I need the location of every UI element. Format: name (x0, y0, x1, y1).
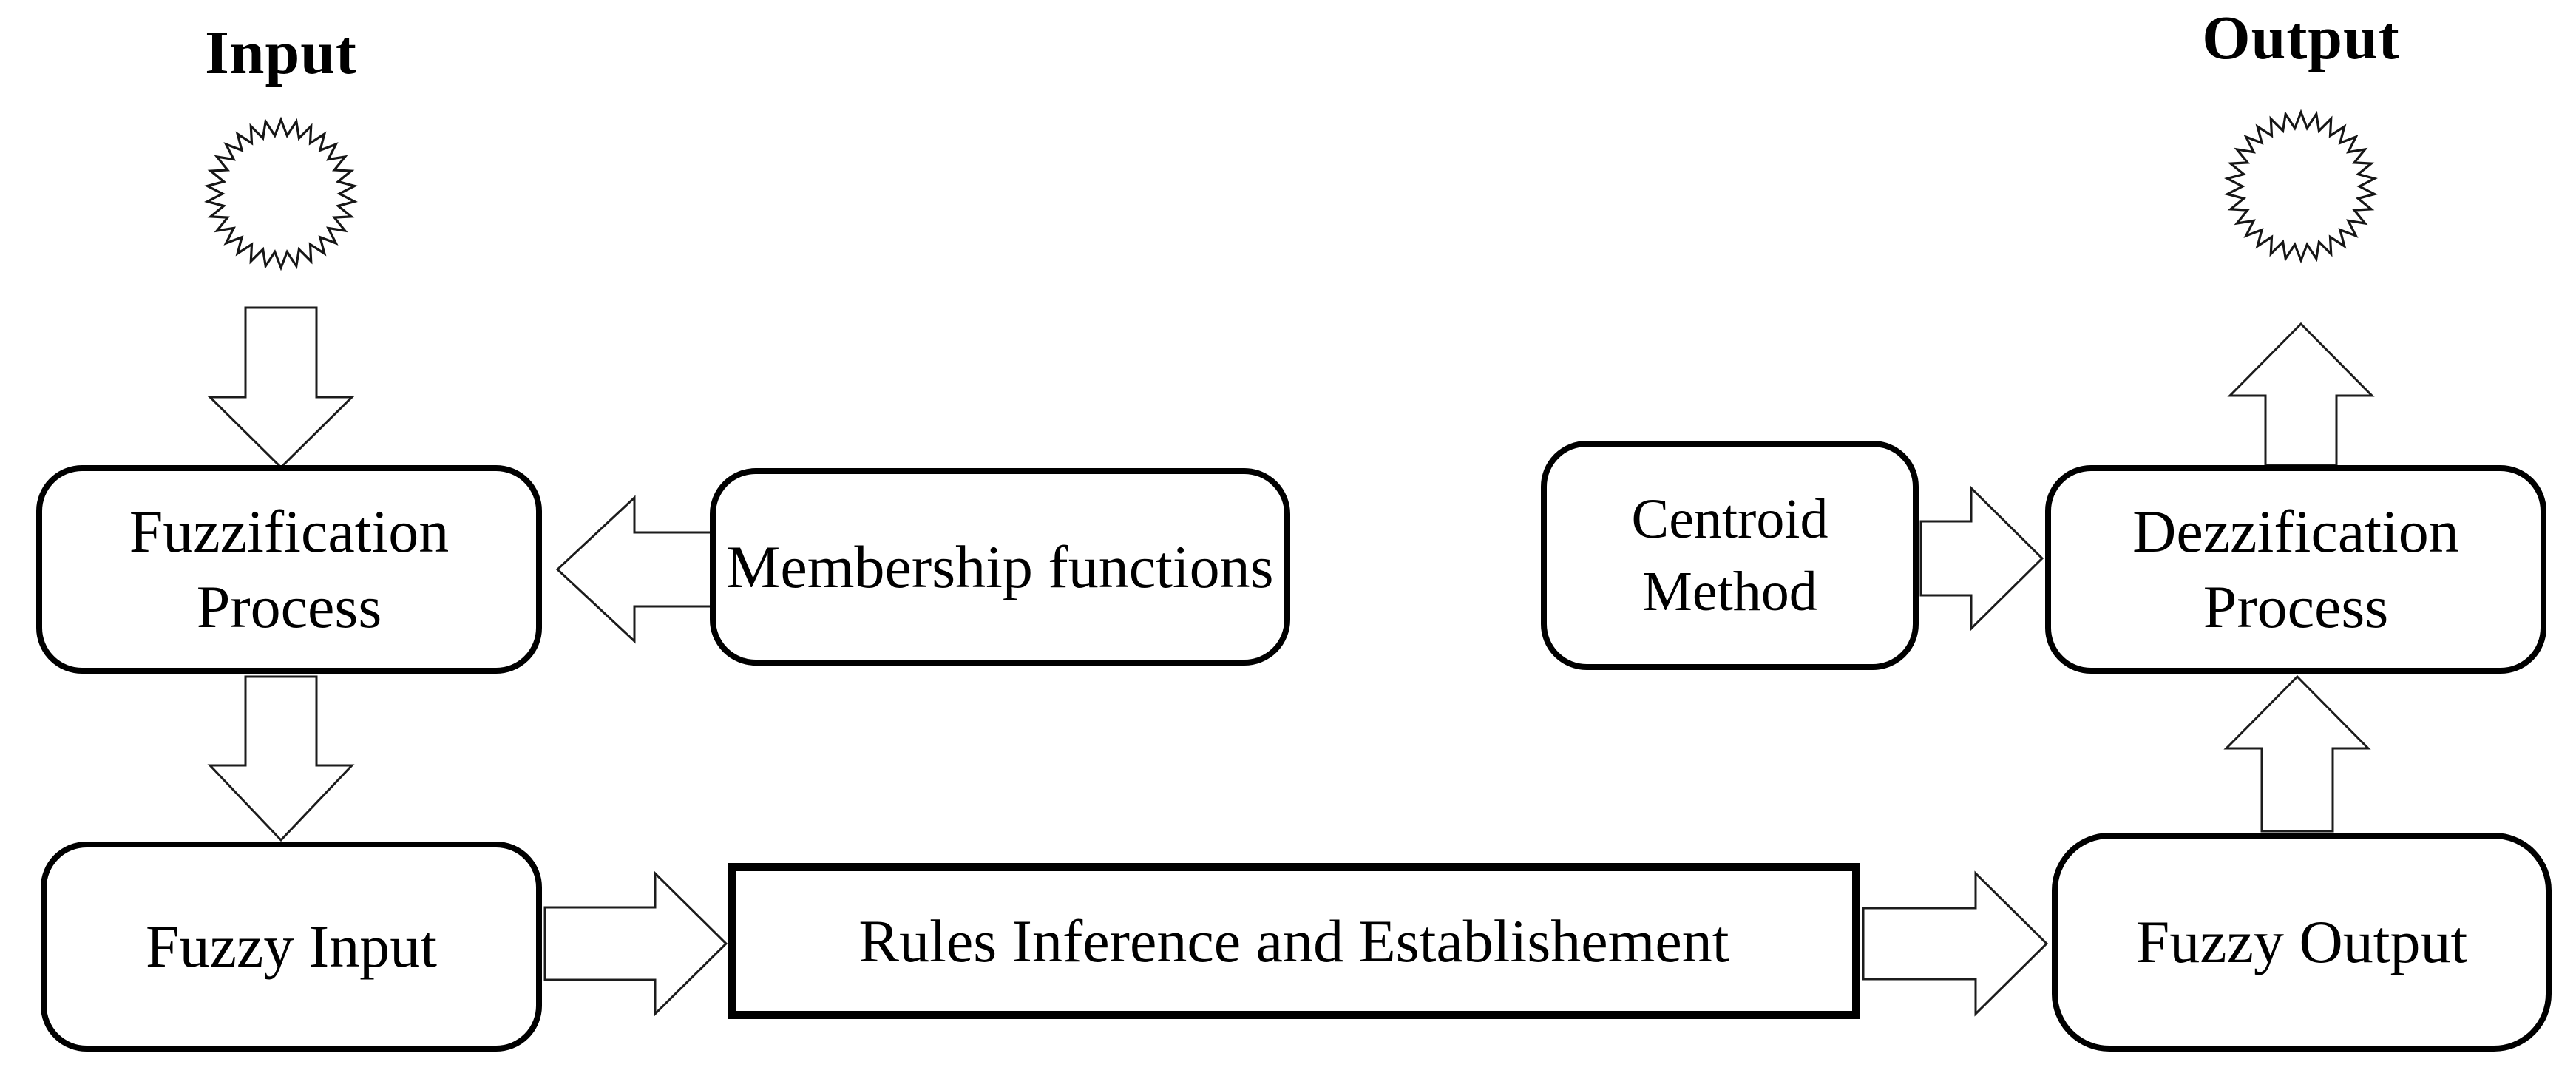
output-label: Output (2202, 4, 2400, 72)
output-starburst-icon (2224, 109, 2378, 264)
fuzzification-process-label-line1: Fuzzification (129, 498, 450, 565)
rules-inference-label: Rules Inference and Establishement (858, 907, 1729, 975)
input-label: Input (205, 18, 357, 87)
fuzzification-process-label-line2: Process (196, 573, 382, 640)
fuzzification-process-node: Fuzzification Process (36, 465, 542, 674)
arrow-rules-to-fuzzy-output-icon (1862, 870, 2049, 1017)
centroid-method-label-line1: Centroid (1631, 488, 1828, 550)
dezzification-process-label-line2: Process (2203, 573, 2389, 640)
dezzification-process-label-line1: Dezzification (2132, 498, 2459, 565)
centroid-method-label-line2: Method (1642, 561, 1817, 623)
fuzzy-input-node: Fuzzy Input (41, 842, 542, 1052)
arrow-centroid-to-dezzification-icon (1919, 485, 2044, 632)
rules-inference-node: Rules Inference and Establishement (728, 863, 1860, 1019)
centroid-method-node: Centroid Method (1541, 441, 1919, 670)
membership-functions-node: Membership functions (710, 468, 1290, 666)
arrow-fuzzy-input-to-rules-icon (543, 870, 728, 1017)
membership-functions-label: Membership functions (726, 532, 1274, 600)
dezzification-process-node: Dezzification Process (2045, 465, 2546, 674)
fuzzy-output-label: Fuzzy Output (2135, 908, 2468, 975)
arrow-dezzification-to-output-icon (2227, 322, 2375, 467)
input-starburst-icon (204, 116, 358, 271)
fuzzy-output-node: Fuzzy Output (2052, 833, 2552, 1052)
fuzzy-input-label: Fuzzy Input (146, 913, 437, 980)
arrow-fuzzification-to-fuzzy-input-icon (207, 675, 355, 842)
arrow-input-to-fuzzification-icon (207, 306, 355, 470)
arrow-fuzzy-output-to-dezzification-icon (2223, 674, 2371, 833)
arrow-membership-to-fuzzification-icon (555, 495, 716, 644)
